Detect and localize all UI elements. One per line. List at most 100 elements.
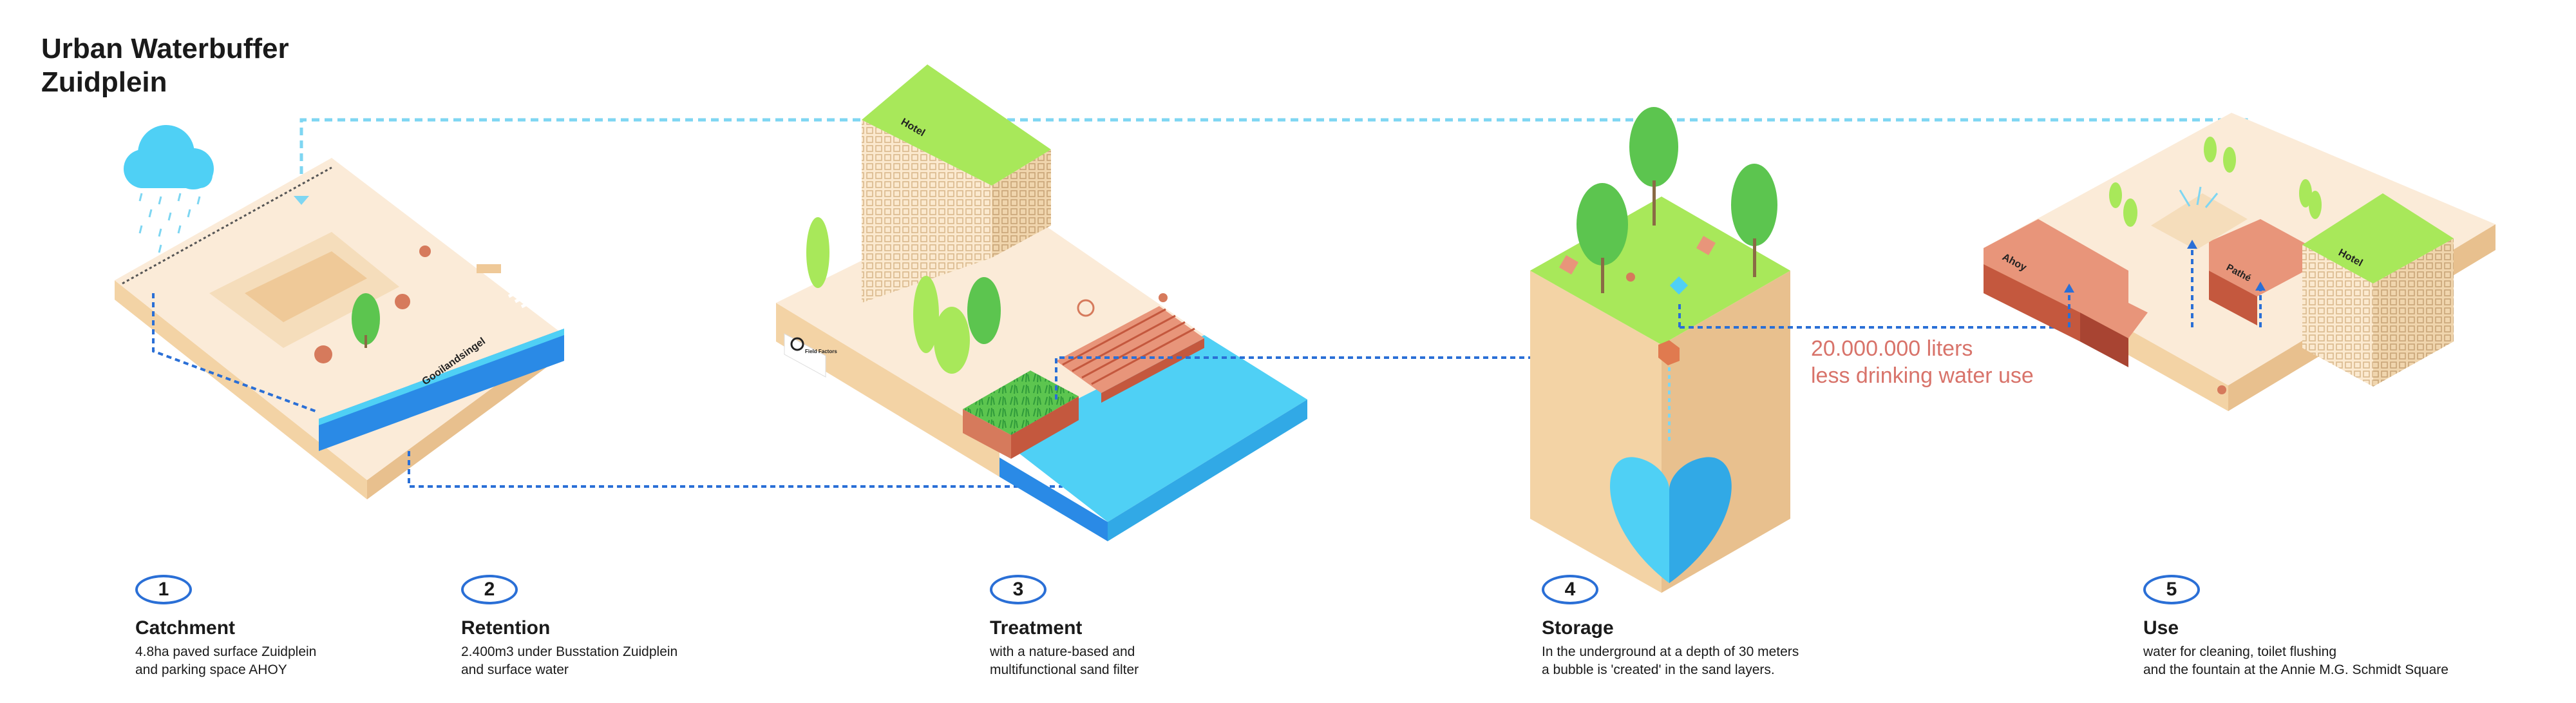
step-badge: 4 bbox=[1542, 575, 1598, 604]
step-desc-line-2: and surface water bbox=[461, 662, 569, 677]
retention-tank bbox=[319, 329, 564, 451]
rain-cloud-icon bbox=[124, 125, 214, 253]
storage-block bbox=[1530, 107, 1790, 593]
blue-hatch bbox=[1669, 276, 1689, 295]
aquifer-bubble-left bbox=[1610, 457, 1669, 583]
step-description: water for cleaning, toilet flushing and … bbox=[2143, 643, 2448, 679]
tree-treatment-3 bbox=[934, 307, 970, 374]
tree-storage-1 bbox=[1629, 107, 1678, 187]
step-desc-line-1: 2.400m3 under Busstation Zuidplein bbox=[461, 644, 678, 659]
canal-water-side bbox=[1108, 400, 1307, 541]
tree-use-6 bbox=[2309, 191, 2322, 219]
stairs-side bbox=[1101, 338, 1204, 403]
hotel-b-right-wall bbox=[2373, 238, 2454, 387]
crosswalk bbox=[507, 282, 549, 309]
catchment-ground-left bbox=[115, 280, 367, 499]
tree-storage-3 bbox=[1731, 164, 1777, 246]
trunk-storage-2 bbox=[1601, 258, 1604, 293]
step-desc-line-1: water for cleaning, toilet flushing bbox=[2143, 644, 2336, 659]
use-block: Ahoy Pathé Hotel bbox=[1984, 113, 2496, 411]
tree-storage-2 bbox=[1577, 183, 1628, 265]
treatment-block: Hotel Field Factors bbox=[776, 64, 1307, 541]
step-title: Catchment bbox=[135, 617, 236, 639]
catchment-inflow-pipe bbox=[152, 293, 319, 414]
step-1: 1 Catchment 4.8ha paved surface Zuidplei… bbox=[135, 575, 316, 679]
red-hatch-1 bbox=[1558, 255, 1579, 275]
tree-trunk-catchment bbox=[365, 335, 367, 348]
step-description: with a nature-based and multifunctional … bbox=[990, 643, 1139, 679]
step-badge: 2 bbox=[461, 575, 518, 604]
step-desc-line-2: and the fountain at the Annie M.G. Schmi… bbox=[2143, 662, 2448, 677]
red-hatch-2 bbox=[1696, 235, 1716, 256]
person-use bbox=[2217, 385, 2226, 394]
canal-water-left bbox=[999, 457, 1108, 541]
catchment-block: Gooilandsingel bbox=[115, 158, 564, 499]
sand-filter-left bbox=[963, 409, 1011, 459]
arrow-down-catchment bbox=[294, 196, 309, 205]
tree-use-1 bbox=[2109, 182, 2122, 208]
sand-filter-top bbox=[963, 371, 1079, 435]
step-title: Retention bbox=[461, 617, 551, 639]
canal-water-top bbox=[999, 335, 1307, 522]
trunk-storage-3 bbox=[1753, 238, 1756, 277]
tree-use-5 bbox=[2299, 179, 2312, 207]
step-desc-line-1: with a nature-based and bbox=[990, 644, 1135, 659]
treatment-ground-left bbox=[776, 303, 999, 477]
umbrella-2 bbox=[395, 294, 410, 309]
step-title: Use bbox=[2143, 617, 2179, 639]
sand-filter-right bbox=[1011, 396, 1079, 459]
tree-catchment bbox=[352, 293, 380, 345]
hotel-roof bbox=[862, 64, 1051, 186]
fountain-square bbox=[2151, 193, 2248, 250]
stat-line-2: less drinking water use bbox=[1811, 363, 2034, 388]
fountain-spray bbox=[2179, 186, 2219, 208]
bench-1 bbox=[477, 264, 501, 273]
tree-use-4 bbox=[2223, 147, 2236, 173]
ahoy-wall-left bbox=[1984, 264, 2080, 342]
title-line-1: Urban Waterbuffer bbox=[41, 33, 289, 64]
well-head bbox=[1658, 340, 1680, 365]
tree-treatment-4 bbox=[967, 277, 1001, 344]
tree-use-3 bbox=[2204, 137, 2217, 162]
step-2: 2 Retention 2.400m3 under Busstation Zui… bbox=[461, 575, 677, 679]
step-desc-line-1: 4.8ha paved surface Zuidplein bbox=[135, 644, 317, 659]
arrow-ahoy bbox=[2064, 284, 2074, 293]
return-pipe-top bbox=[299, 118, 2248, 303]
step-desc-line-2: and parking space AHOY bbox=[135, 662, 287, 677]
diagram-title: Urban Waterbuffer Zuidplein bbox=[41, 32, 289, 99]
person-sitting bbox=[419, 246, 431, 257]
step-badge: 3 bbox=[990, 575, 1046, 604]
step-desc-line-1: In the underground at a depth of 30 mete… bbox=[1542, 644, 1799, 659]
tree-treatment-1 bbox=[806, 217, 829, 288]
tree-treatment-2 bbox=[913, 276, 939, 353]
step-desc-line-2: multifunctional sand filter bbox=[990, 662, 1139, 677]
hotel-b-left-wall bbox=[2302, 245, 2373, 387]
ahoy-roof bbox=[1984, 219, 2148, 338]
step-desc-line-2: a bubble is 'created' in the sand layers… bbox=[1542, 662, 1775, 677]
logo-label: Field Factors bbox=[805, 349, 837, 354]
step-title: Storage bbox=[1542, 617, 1614, 639]
hotel-left-wall bbox=[862, 120, 992, 303]
field-factors-logo: Field Factors bbox=[784, 333, 837, 378]
storage-grass bbox=[1530, 197, 1790, 345]
person-stairs bbox=[1159, 293, 1168, 302]
aquifer-bubble-right bbox=[1669, 457, 1732, 583]
umbrella-1 bbox=[314, 345, 332, 363]
person-storage bbox=[1626, 273, 1635, 282]
arrow-pathe bbox=[2255, 282, 2266, 291]
pathe-wall bbox=[2209, 271, 2257, 325]
cyclist-icon bbox=[1077, 299, 1095, 317]
stairs-lines bbox=[1062, 308, 1195, 385]
gutter-line bbox=[122, 166, 332, 285]
retention-tank-top bbox=[319, 329, 564, 425]
step-3: 3 Treatment with a nature-based and mult… bbox=[990, 575, 1139, 679]
step-4: 4 Storage In the underground at a depth … bbox=[1542, 575, 1799, 679]
trunk-storage-1 bbox=[1653, 180, 1656, 226]
tree-use-2 bbox=[2123, 198, 2137, 227]
step-description: In the underground at a depth of 30 mete… bbox=[1542, 643, 1799, 679]
step-5: 5 Use water for cleaning, toilet flushin… bbox=[2143, 575, 2448, 679]
pathe-roof bbox=[2209, 219, 2306, 296]
step-description: 2.400m3 under Busstation Zuidplein and s… bbox=[461, 643, 677, 679]
ahoy-wall-right bbox=[2080, 313, 2128, 367]
